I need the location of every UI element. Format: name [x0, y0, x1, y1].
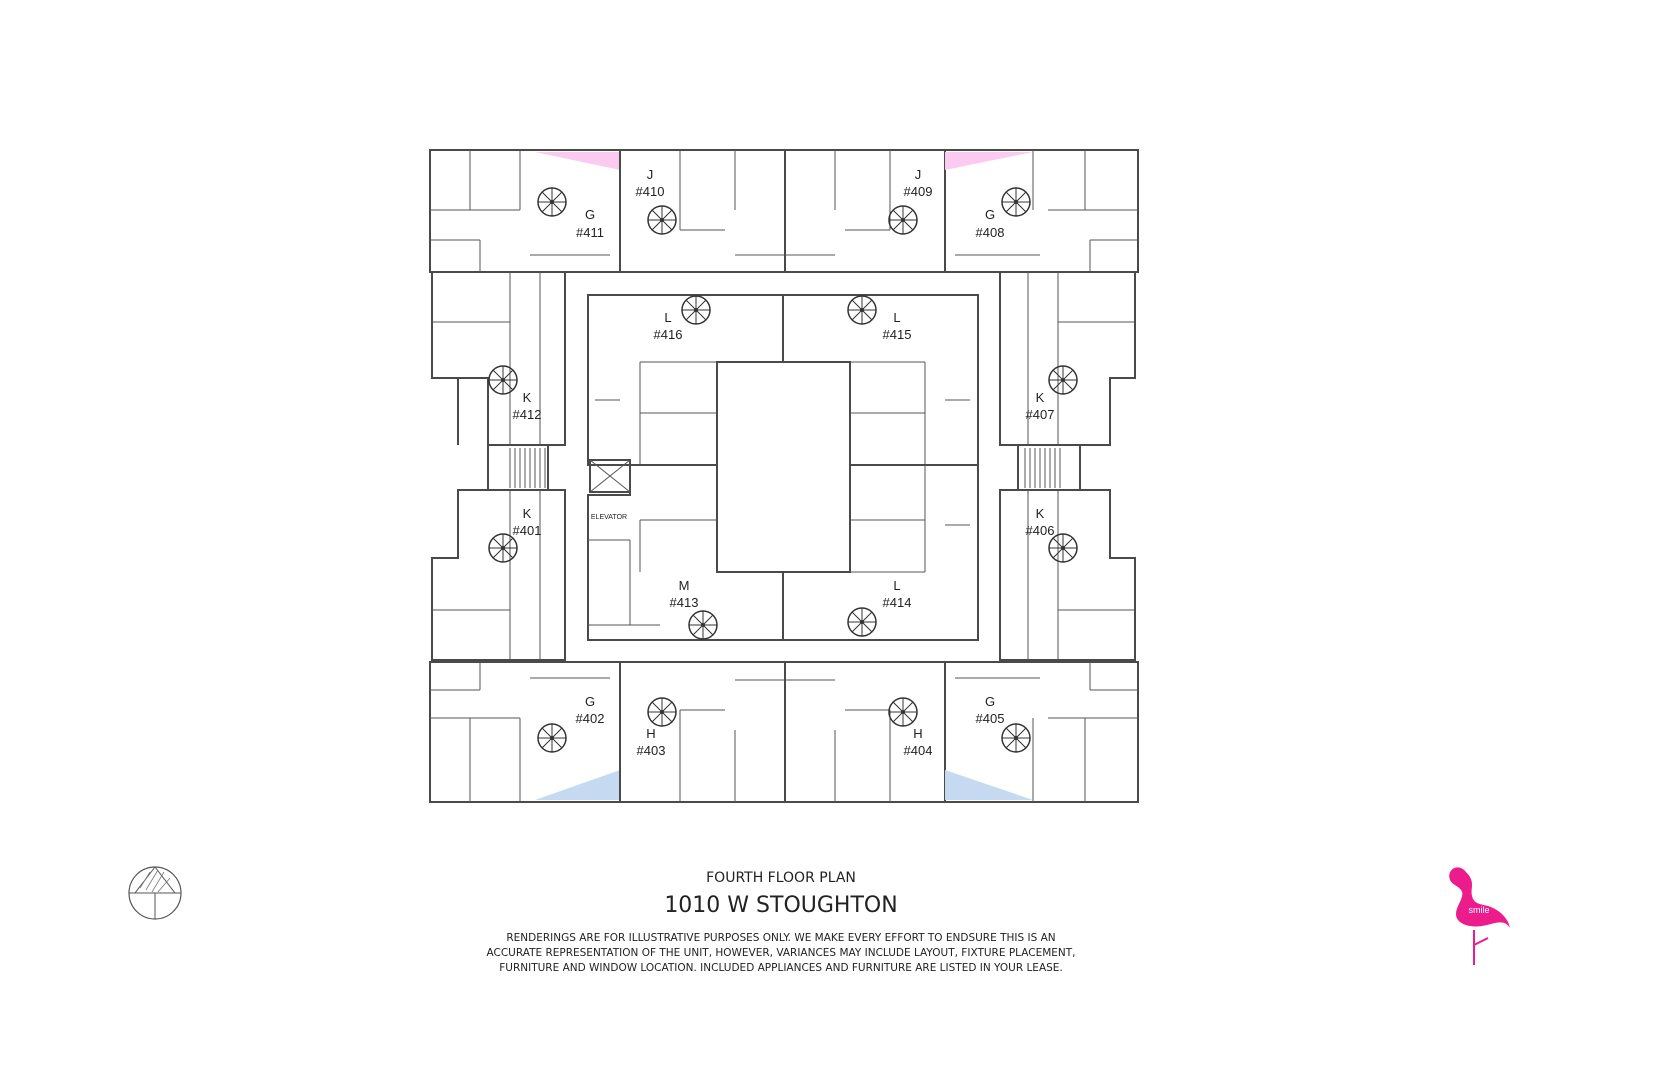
unit-type: J	[647, 167, 654, 182]
spiral-stair-icon	[647, 697, 677, 727]
unit-412[interactable]: K #412	[431, 271, 566, 446]
elevator-label: ELEVATOR	[591, 514, 627, 521]
unit-type: K	[523, 390, 532, 405]
unit-number: #412	[513, 407, 542, 422]
stairwell-west	[487, 444, 549, 491]
unit-number: #415	[883, 327, 912, 342]
spiral-stair-icon	[688, 610, 718, 640]
unit-number: #406	[1026, 523, 1055, 538]
unit-type: M	[679, 578, 690, 593]
disclaimer-line: ACCURATE REPRESENTATION OF THE UNIT, HOW…	[486, 947, 1075, 959]
spiral-stair-icon	[1048, 533, 1078, 563]
logo-text: smile	[1468, 905, 1489, 915]
spiral-stair-icon	[537, 723, 567, 753]
unit-number: #408	[976, 225, 1005, 240]
unit-number: #402	[576, 711, 605, 726]
unit-408[interactable]: G #408	[944, 149, 1139, 273]
courtyard	[716, 361, 851, 573]
spiral-stair-icon	[1001, 723, 1031, 753]
unit-416[interactable]: L #416	[587, 294, 784, 466]
disclaimer-line: FURNITURE AND WINDOW LOCATION. INCLUDED …	[499, 962, 1063, 974]
unit-type: K	[1036, 390, 1045, 405]
unit-type: G	[585, 694, 595, 709]
unit-type: G	[985, 694, 995, 709]
unit-415[interactable]: L #415	[782, 294, 979, 466]
unit-type: L	[893, 578, 900, 593]
spiral-stair-icon	[681, 295, 711, 325]
unit-type: L	[893, 310, 900, 325]
unit-411[interactable]: G #411	[429, 149, 621, 273]
unit-402[interactable]: G #402	[429, 661, 621, 803]
unit-number: #409	[904, 184, 933, 199]
north-arrow-icon	[128, 866, 182, 920]
disclaimer-line: RENDERINGS ARE FOR ILLUSTRATIVE PURPOSES…	[506, 932, 1055, 944]
plan-subtitle: FOURTH FLOOR PLAN	[706, 870, 856, 886]
unit-407[interactable]: K #407	[999, 271, 1136, 446]
unit-413[interactable]: M #413	[587, 464, 784, 641]
unit-type: K	[1036, 506, 1045, 521]
unit-type: K	[523, 506, 532, 521]
spiral-stair-icon	[537, 187, 567, 217]
flamingo-logo: smile	[1449, 867, 1510, 965]
unit-409[interactable]: J #409	[784, 149, 946, 273]
unit-number: #411	[576, 225, 604, 240]
unit-type: L	[664, 310, 671, 325]
unit-number: #413	[670, 595, 699, 610]
unit-414[interactable]: L #414	[782, 464, 979, 641]
unit-number: #401	[513, 523, 542, 538]
unit-403[interactable]: H #403	[619, 661, 786, 803]
unit-number: #405	[976, 711, 1005, 726]
unit-401[interactable]: K #401	[431, 489, 566, 661]
spiral-stair-icon	[647, 205, 677, 235]
building-title: 1010 W STOUGHTON	[664, 893, 897, 918]
spiral-stair-icon	[488, 365, 518, 395]
unit-type: H	[646, 726, 655, 741]
unit-406[interactable]: K #406	[999, 489, 1136, 661]
unit-number: #407	[1026, 407, 1055, 422]
spiral-stair-icon	[847, 295, 877, 325]
unit-type: H	[913, 726, 922, 741]
unit-type: G	[985, 207, 995, 222]
elevator: ELEVATOR	[589, 459, 631, 521]
spiral-stair-icon	[847, 607, 877, 637]
unit-405[interactable]: G #405	[944, 661, 1139, 803]
unit-number: #410	[636, 184, 665, 199]
stairwell-east	[1017, 444, 1081, 491]
unit-number: #404	[904, 743, 933, 758]
spiral-stair-icon	[888, 697, 918, 727]
unit-number: #414	[883, 595, 912, 610]
spiral-stair-icon	[488, 533, 518, 563]
unit-type: G	[585, 207, 595, 222]
unit-number: #416	[654, 327, 683, 342]
unit-number: #403	[637, 743, 666, 758]
spiral-stair-icon	[1001, 187, 1031, 217]
spiral-stair-icon	[1048, 365, 1078, 395]
unit-type: J	[915, 167, 922, 182]
spiral-stair-icon	[888, 205, 918, 235]
unit-410[interactable]: J #410	[619, 149, 786, 273]
unit-404[interactable]: H #404	[784, 661, 946, 803]
